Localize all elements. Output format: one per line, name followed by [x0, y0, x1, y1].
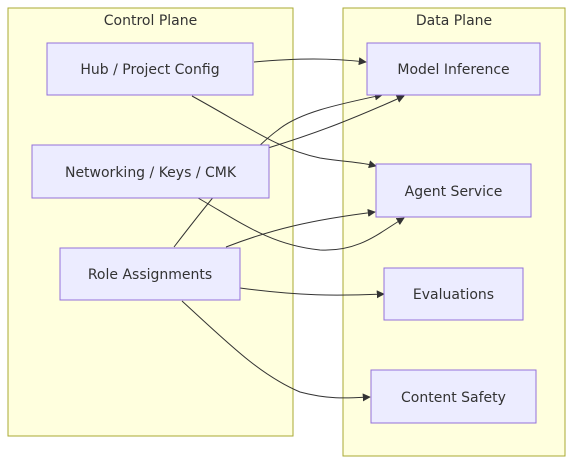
node-model-inference-box[interactable] — [366, 42, 541, 96]
node-role-assignments[interactable]: Role Assignments — [59, 247, 241, 301]
node-hub-project-config-label: Hub / Project Config — [80, 62, 219, 78]
node-agent-service[interactable]: Agent Service — [375, 163, 532, 218]
node-evaluations[interactable]: Evaluations — [383, 267, 524, 321]
node-networking-keys-cmk[interactable]: Networking / Keys / CMK — [31, 144, 270, 199]
node-agent-service-box[interactable] — [375, 163, 532, 218]
node-content-safety[interactable]: Content Safety — [370, 369, 537, 424]
node-hub-project-config[interactable]: Hub / Project Config — [46, 42, 254, 96]
edge-roles-to-model-inference — [173, 92, 383, 248]
edge-roles-to-agent-service — [225, 208, 376, 248]
node-agent-service-label: Agent Service — [405, 184, 503, 200]
edge-hub-to-model-inference — [253, 57, 367, 66]
node-networking-keys-cmk-label: Networking / Keys / CMK — [65, 165, 237, 181]
node-content-safety-label: Content Safety — [401, 390, 506, 406]
edge-hub-to-agent-service — [191, 95, 377, 169]
cluster-control-plane-label: Control Plane — [104, 13, 197, 29]
edge-roles-to-evaluations — [239, 287, 385, 299]
node-content-safety-box[interactable] — [370, 369, 537, 424]
node-role-assignments-box[interactable] — [59, 247, 241, 301]
node-model-inference[interactable]: Model Inference — [366, 42, 541, 96]
node-evaluations-box[interactable] — [383, 267, 524, 321]
node-model-inference-label: Model Inference — [397, 62, 509, 78]
edge-roles-to-content-safety — [181, 300, 371, 402]
edges-group — [173, 57, 405, 402]
node-networking-keys-cmk-box[interactable] — [31, 144, 270, 199]
edge-networking-to-model-inference — [267, 95, 405, 149]
node-role-assignments-label: Role Assignments — [88, 267, 212, 283]
node-hub-project-config-box[interactable] — [46, 42, 254, 96]
edge-networking-to-agent-service — [197, 197, 405, 251]
cluster-data-plane-label: Data Plane — [416, 13, 492, 29]
node-evaluations-label: Evaluations — [413, 287, 494, 303]
